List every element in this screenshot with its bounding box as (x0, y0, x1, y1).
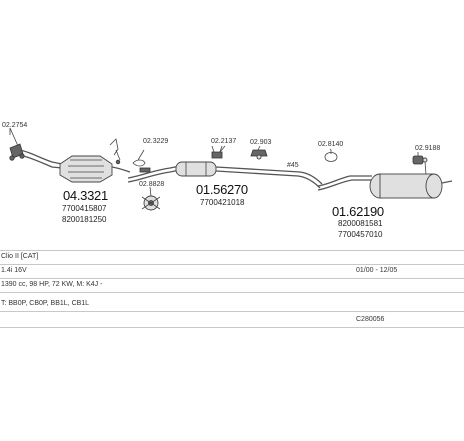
rear-silencer-ref-2: 7700457010 (338, 230, 383, 239)
callout-gasket: 02.903 (250, 139, 272, 146)
spec-table-divider (0, 327, 464, 328)
catalyst-ref-1: 7700415807 (62, 204, 107, 213)
middle-silencer-ref-1: 7700421018 (200, 198, 245, 207)
star-mount-part (141, 195, 161, 211)
middle-silencer-part (175, 161, 217, 177)
spec-code: C280056 (356, 316, 385, 323)
catalyst-ref-2: 8200181250 (62, 215, 107, 224)
clip-part (109, 138, 121, 165)
spec-table-divider (0, 311, 464, 312)
callout-hash-note: #45 (287, 162, 299, 169)
gasket-part (250, 149, 268, 160)
callout-clip-a: 02.3229 (143, 138, 169, 145)
spec-table-divider (0, 292, 464, 293)
middle-pipe (127, 165, 181, 179)
rubber-mount-part (412, 155, 428, 175)
clip-a-part (132, 159, 151, 173)
clamp-a-part (211, 145, 223, 159)
spec-displacement: 1390 cc, 98 HP, 72 KW, M: K4J - (1, 281, 103, 288)
spec-engine: 1.4i 16V (1, 267, 27, 274)
spec-table-divider (0, 250, 464, 251)
clamp-b-part (324, 150, 338, 162)
spec-row-model: Clio II [CAT] (0, 251, 464, 264)
middle-silencer-number: 01.56270 (196, 182, 248, 197)
spec-model: Clio II [CAT] (1, 253, 39, 260)
spec-years: 01/00 - 12/05 (356, 267, 398, 274)
spec-row-code: C280056 (0, 314, 464, 327)
callout-flange-front: 02.2754 (2, 122, 28, 129)
callout-star-mount: 02.8828 (139, 181, 165, 188)
spec-table-divider (0, 264, 464, 265)
callout-clamp-a: 02.2137 (211, 138, 237, 145)
exhaust-system-drawing (9, 127, 453, 211)
callout-clamp-b: 02.8140 (318, 141, 344, 148)
catalyst-number: 04.3321 (63, 188, 108, 203)
spec-row-displacement: 1390 cc, 98 HP, 72 KW, M: K4J - (0, 279, 464, 292)
spec-row-types: T: BB0P, CB0P, BB1L, CB1L (0, 298, 464, 311)
rear-silencer-ref-1: 8200081581 (338, 219, 383, 228)
rear-silencer-part (369, 173, 453, 199)
front-flange-part (9, 127, 25, 161)
spec-row-engine: 1.4i 16V 01/00 - 12/05 (0, 265, 464, 278)
front-pipe (19, 149, 63, 165)
spec-types: T: BB0P, CB0P, BB1L, CB1L (1, 300, 90, 307)
callout-rubber-rear: 02.9188 (415, 145, 441, 152)
rear-silencer-number: 01.62190 (332, 204, 384, 219)
catalyst-part (59, 155, 131, 183)
spec-table-divider (0, 278, 464, 279)
rear-pipe (317, 175, 372, 187)
